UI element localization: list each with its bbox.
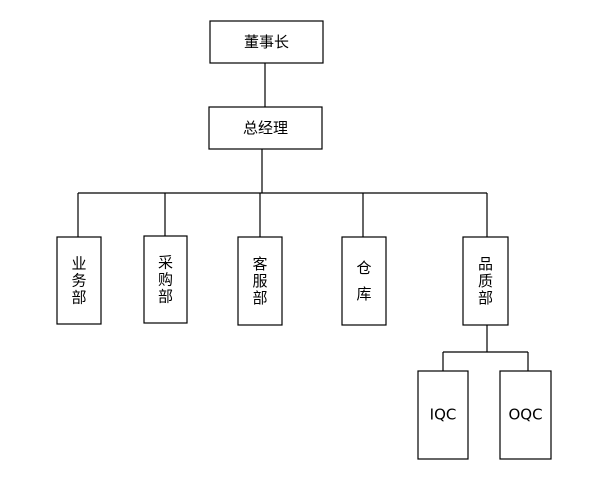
connector-lines <box>77 63 529 371</box>
node-business-box <box>56 236 102 325</box>
node-general-manager: 总经理 <box>208 106 323 150</box>
node-iqc-box <box>417 370 469 460</box>
node-customer-service-label: 客服部 <box>252 255 267 307</box>
node-business: 业务部 <box>56 236 102 325</box>
node-warehouse: 仓库 <box>341 236 387 326</box>
node-chairman: 董事长 <box>209 20 324 64</box>
node-iqc: IQC <box>417 370 469 460</box>
node-general-manager-label: 总经理 <box>243 119 288 137</box>
node-customer-service: 客服部 <box>237 236 283 326</box>
node-quality-label: 品质部 <box>478 255 493 307</box>
node-oqc-label: OQC <box>508 406 542 424</box>
node-customer-service-box <box>237 236 283 326</box>
node-purchasing-box <box>143 235 188 324</box>
node-business-label: 业务部 <box>71 254 86 306</box>
node-iqc-label: IQC <box>430 406 457 424</box>
node-general-manager-box <box>208 106 323 150</box>
node-warehouse-label: 仓库 <box>356 259 371 303</box>
node-chairman-box <box>209 20 324 64</box>
node-purchasing-label: 采购部 <box>158 253 173 305</box>
node-chairman-label: 董事长 <box>244 33 289 51</box>
node-purchasing: 采购部 <box>143 235 188 324</box>
node-quality: 品质部 <box>462 236 509 326</box>
node-oqc-box <box>499 370 552 460</box>
node-quality-box <box>462 236 509 326</box>
node-warehouse-box <box>341 236 387 326</box>
node-oqc: OQC <box>499 370 552 460</box>
